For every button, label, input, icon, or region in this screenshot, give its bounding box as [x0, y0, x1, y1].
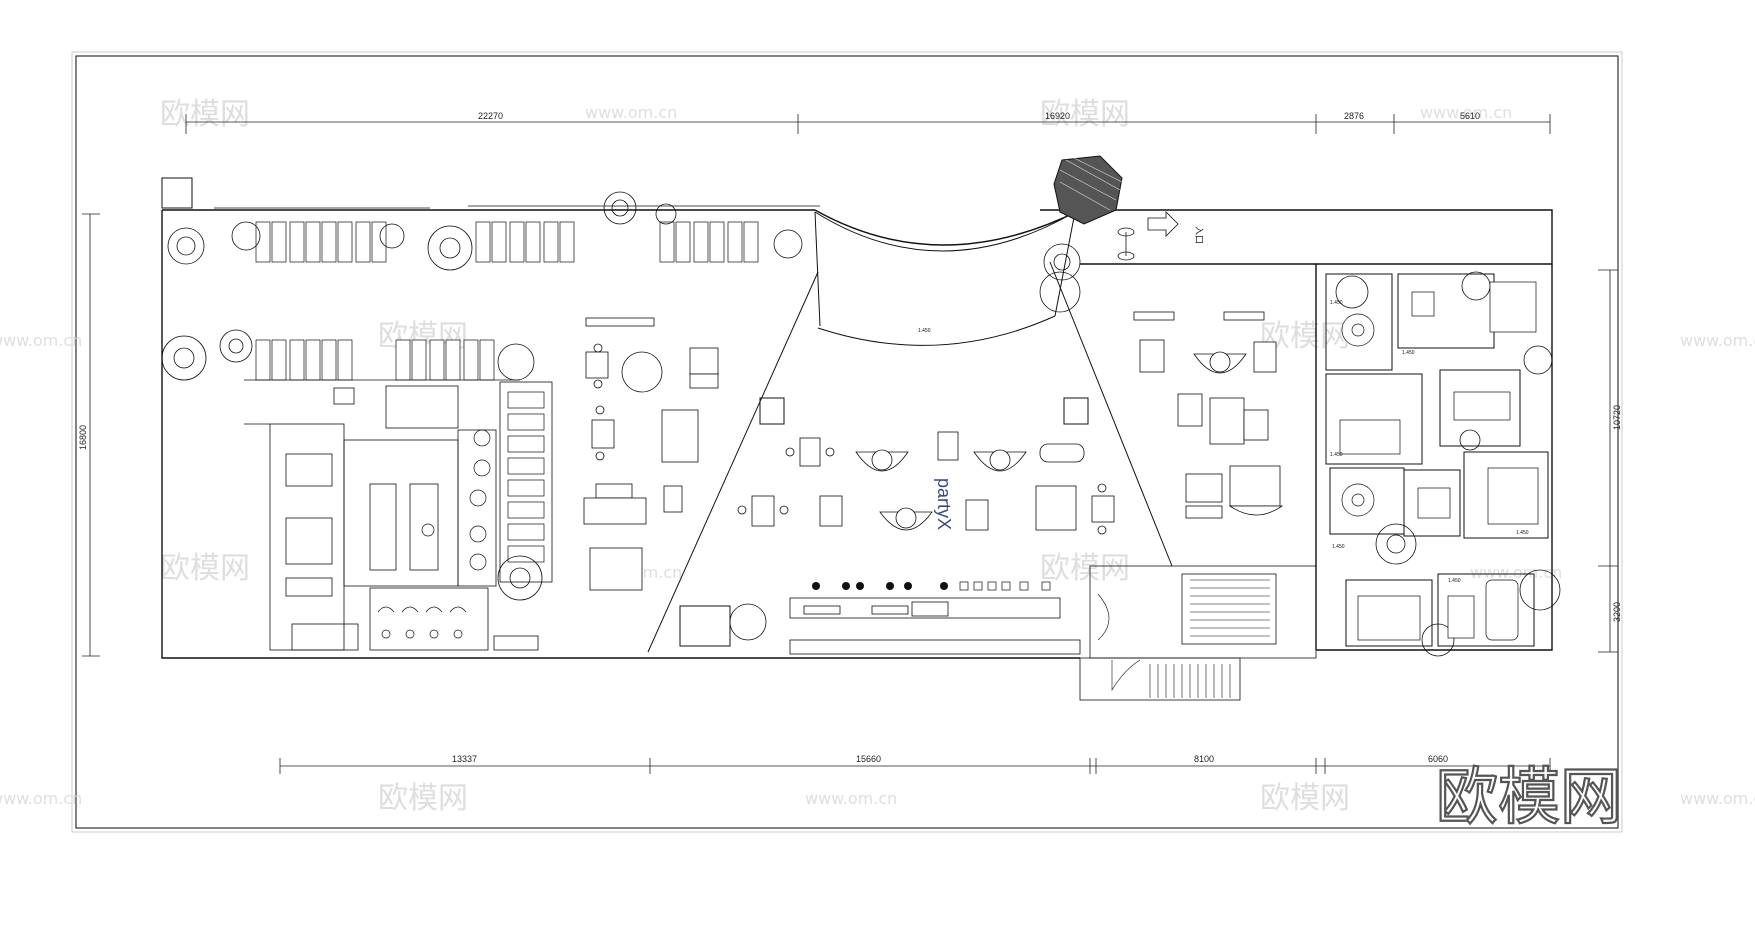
plants: [161, 191, 1561, 657]
svg-text:欧模网: 欧模网: [1260, 781, 1350, 816]
dim-bottom-2: 15660: [856, 754, 881, 764]
svg-text:www.om.cn: www.om.cn: [1470, 563, 1562, 582]
kitchen-fixtures: [377, 391, 545, 639]
svg-text:www.om.cn: www.om.cn: [0, 331, 82, 350]
svg-text:欧模网: 欧模网: [160, 97, 250, 132]
svg-text:www.om.cn: www.om.cn: [1680, 331, 1755, 350]
dim-right-2: 3200: [1612, 602, 1622, 622]
dim-bottom-3: 8100: [1194, 754, 1214, 764]
svg-text:1.450: 1.450: [1330, 452, 1343, 458]
svg-text:1.450: 1.450: [1516, 530, 1529, 536]
dimension-left: [82, 213, 100, 657]
svg-text:www.om.cn: www.om.cn: [1680, 789, 1755, 808]
left-wall-lines: [214, 205, 820, 425]
bar-stools: [812, 582, 948, 590]
entrance-marker: [1117, 211, 1179, 261]
dimension-bottom: [279, 758, 1551, 774]
dining-sets-right: [1133, 311, 1284, 519]
svg-text:www.om.cn: www.om.cn: [0, 789, 82, 808]
svg-text:1.450: 1.450: [1332, 544, 1345, 550]
sheet-frame: [75, 55, 1619, 829]
bar-chairs: [959, 581, 1051, 591]
sheet-outer: [71, 51, 1623, 833]
dim-right-1: 10720: [1612, 405, 1622, 430]
corner-column: [161, 177, 193, 209]
central-hall-outline: [647, 211, 1173, 653]
dining-sets-center: [737, 431, 1115, 535]
svg-text:1.450: 1.450: [918, 328, 931, 334]
booth-row-middle: [255, 339, 495, 381]
kitchen-area: [269, 381, 553, 651]
entrance-label: 入口: [1194, 226, 1204, 244]
stairwell: [1079, 565, 1317, 701]
svg-text:www.om.cn: www.om.cn: [1420, 103, 1512, 122]
dimension-top: [185, 114, 1551, 134]
party-label: partyX: [934, 478, 954, 530]
svg-text:欧模网: 欧模网: [1040, 97, 1130, 132]
level-marks: 1.450 1.450 1.450 1.450 1.450 1.450 1.45…: [918, 300, 1529, 584]
svg-text:欧模网: 欧模网: [378, 781, 468, 816]
dim-bottom-1: 13337: [452, 754, 477, 764]
svg-text:1.450: 1.450: [1448, 578, 1461, 584]
svg-text:1.450: 1.450: [1330, 300, 1343, 306]
svg-text:欧模网: 欧模网: [1040, 551, 1130, 586]
column-right: [1063, 397, 1089, 425]
dim-top-3: 2876: [1344, 111, 1364, 121]
dim-bottom-4: 6060: [1428, 754, 1448, 764]
bar-counter: [789, 597, 1081, 655]
brand-logo: 欧模网: [1436, 760, 1622, 833]
svg-text:www.om.cn: www.om.cn: [805, 789, 897, 808]
dining-sets-left: [583, 317, 719, 591]
dim-top-4: 5610: [1460, 111, 1480, 121]
booth-row-top: [255, 221, 759, 263]
dim-left-1: 16800: [78, 425, 88, 450]
private-rooms: [1325, 273, 1549, 647]
column-left: [759, 397, 785, 425]
svg-text:www.om.cn: www.om.cn: [585, 103, 677, 122]
svg-text:1.450: 1.450: [1402, 350, 1415, 356]
dim-top-2: 16920: [1045, 111, 1070, 121]
svg-text:欧模网: 欧模网: [160, 551, 250, 586]
private-room-furniture: [1339, 281, 1539, 641]
sofa-bottom: [679, 605, 731, 647]
dim-top-1: 22270: [478, 111, 503, 121]
dimension-right: [1598, 269, 1618, 653]
octagon-pavilion: [1053, 155, 1123, 225]
